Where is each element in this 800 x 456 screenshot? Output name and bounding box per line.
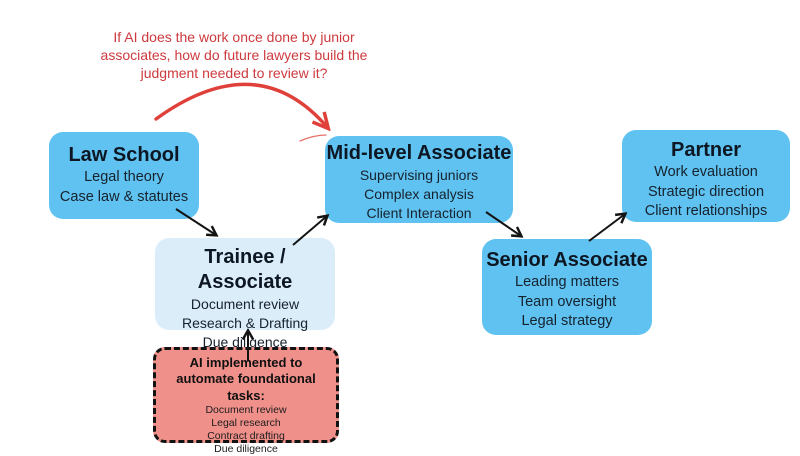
stage-box-senior-associate: Senior Associate Leading matters Team ov…: [482, 239, 652, 335]
stage-item: Complex analysis: [364, 185, 474, 202]
stage-item: Supervising juniors: [359, 167, 479, 183]
stage-title: Law School: [68, 144, 180, 166]
red-curved-arrow: [154, 82, 327, 127]
stage-title: Partner: [670, 139, 742, 161]
stage-box-partner: Partner Work evaluation Strategic direct…: [622, 130, 790, 222]
stage-title: Senior Associate: [486, 249, 648, 271]
stage-item: Leading matters: [515, 274, 619, 290]
stage-item: Client Interaction: [366, 204, 472, 221]
stage-box-law-school: Law School Legal theory Case law & statu…: [49, 132, 199, 219]
ai-automation-box: AI implemented to automate foundational …: [153, 347, 339, 455]
stage-item: Document review: [190, 296, 300, 312]
stage-item: Due diligence: [202, 333, 288, 350]
stage-item: Case law & statutes: [59, 188, 189, 205]
ai-box-item: Contract drafting: [207, 430, 285, 442]
annotation-line: If AI does the work once done by junior: [113, 29, 355, 45]
stage-item: Legal strategy: [521, 313, 613, 330]
annotation-text: If AI does the work once done by junior …: [88, 28, 380, 83]
stage-box-mid-level-associate: Mid-level Associate Supervising juniors …: [325, 136, 513, 223]
arrow-senior-to-partner: [588, 214, 625, 242]
stage-item: Research & Drafting: [181, 314, 309, 331]
stage-title: Mid-level Associate: [326, 142, 512, 164]
stage-item: Work evaluation: [654, 164, 758, 180]
stage-title: Trainee / Associate: [197, 246, 293, 293]
red-arrow-sketch-stroke: [299, 134, 327, 142]
stage-box-trainee-associate: Trainee / Associate Document review Rese…: [155, 238, 335, 350]
annotation-line: associates, how do future lawyers build …: [100, 47, 368, 64]
ai-box-item: Legal research: [211, 416, 281, 429]
stage-item: Client relationships: [644, 203, 768, 220]
stage-item: Legal theory: [84, 169, 164, 185]
stage-item: Team oversight: [517, 293, 617, 310]
ai-box-item: Document review: [205, 403, 287, 416]
annotation-line: judgment needed to review it?: [140, 65, 328, 82]
stage-item: Strategic direction: [647, 183, 765, 200]
ai-box-title: AI implemented to automate foundational …: [176, 355, 316, 403]
